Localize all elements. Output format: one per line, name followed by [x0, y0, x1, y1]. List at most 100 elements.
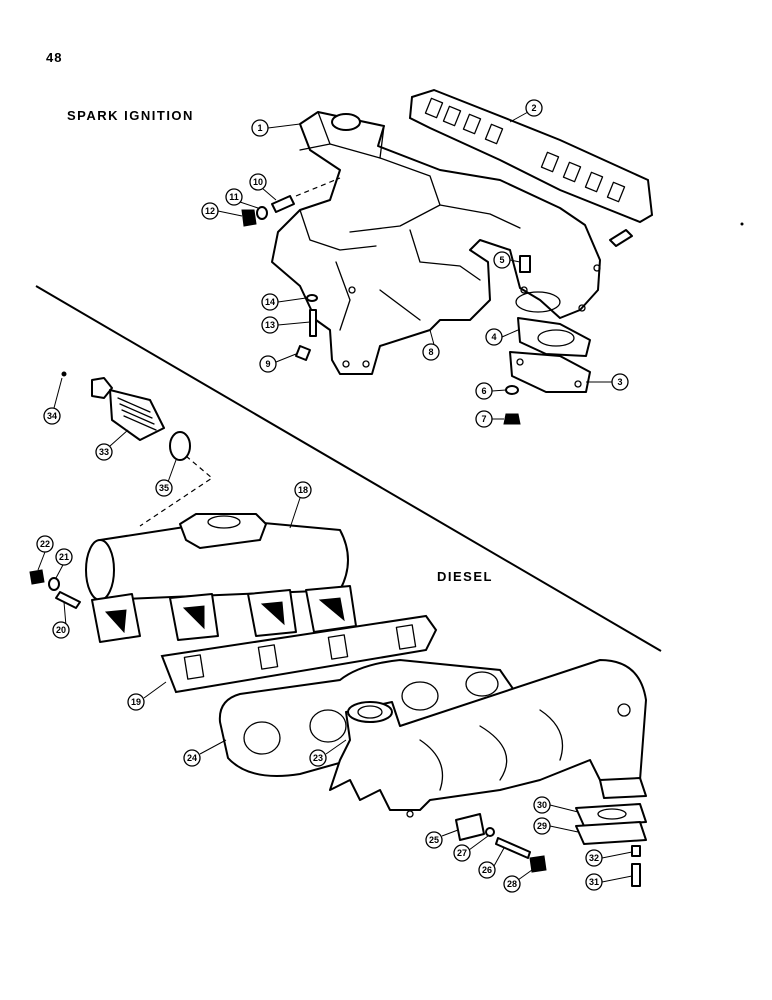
callout-number: 4 [491, 332, 496, 342]
callout-12: 12 [201, 202, 243, 220]
callout-number: 24 [187, 753, 197, 763]
diesel-plug-34 [61, 371, 67, 377]
diesel-intake-manifold [85, 513, 357, 643]
callout-13: 13 [261, 316, 311, 334]
section-title-spark-ignition: SPARK IGNITION [67, 108, 194, 123]
callout-number: 8 [428, 347, 433, 357]
callout-3: 3 [586, 373, 629, 391]
callout-1: 1 [251, 119, 301, 137]
heater-seal-ring [169, 431, 191, 461]
callout-number: 13 [265, 320, 275, 330]
diesel-stud-20 [55, 591, 81, 609]
callout-number: 5 [499, 255, 504, 265]
callout-34: 34 [43, 377, 63, 425]
callout-10: 10 [249, 173, 277, 201]
spark-nut-7 [503, 413, 521, 425]
callout-number: 7 [481, 414, 486, 424]
callout-25: 25 [425, 829, 459, 849]
callout-28: 28 [503, 869, 533, 893]
callout-number: 21 [59, 552, 69, 562]
diesel-washer-27 [485, 827, 495, 837]
callout-23: 23 [309, 739, 347, 767]
callout-22: 22 [36, 535, 54, 571]
page-number: 48 [46, 50, 63, 65]
callout-number: 18 [298, 485, 308, 495]
spark-bolt-13 [309, 309, 317, 337]
diesel-washer-32 [631, 845, 641, 857]
callout-number: 32 [589, 853, 599, 863]
diesel-bolt-31 [631, 863, 641, 887]
callout-32: 32 [585, 849, 633, 867]
diesel-flange-gasket-29 [575, 821, 647, 845]
callout-5: 5 [493, 251, 521, 269]
diesel-clamp-25 [455, 813, 485, 841]
manifold-heater [91, 377, 165, 441]
callout-6: 6 [475, 382, 507, 400]
callout-4: 4 [485, 328, 519, 346]
callout-number: 25 [429, 835, 439, 845]
callout-19: 19 [127, 681, 167, 711]
callout-33: 33 [95, 429, 129, 461]
callout-27: 27 [453, 835, 489, 862]
callout-number: 23 [313, 753, 323, 763]
callout-number: 1 [257, 123, 262, 133]
callout-number: 26 [482, 865, 492, 875]
diesel-stud-26 [495, 837, 531, 859]
diesel-nut-22 [29, 569, 45, 585]
callout-number: 31 [589, 877, 599, 887]
spark-nut-12 [241, 209, 257, 227]
callout-26: 26 [478, 847, 505, 879]
callout-14: 14 [261, 293, 307, 311]
callout-number: 34 [47, 411, 57, 421]
callout-number: 20 [56, 625, 66, 635]
callout-number: 33 [99, 447, 109, 457]
section-divider-line [35, 285, 662, 652]
callout-18: 18 [289, 481, 312, 529]
callout-35: 35 [155, 459, 177, 497]
callout-2: 2 [509, 99, 543, 123]
callout-number: 29 [537, 821, 547, 831]
callout-number: 22 [40, 539, 50, 549]
diesel-washer-21 [48, 577, 60, 591]
spark-manifold-gasket [408, 88, 654, 224]
callout-number: 3 [617, 377, 622, 387]
spark-exhaust-flange [509, 351, 591, 393]
callout-20: 20 [52, 601, 70, 639]
callout-7: 7 [475, 410, 504, 428]
callout-number: 6 [481, 386, 486, 396]
callout-31: 31 [585, 873, 633, 891]
callout-8: 8 [422, 329, 440, 361]
spark-bolt-5 [519, 255, 531, 273]
callout-number: 2 [531, 103, 536, 113]
diesel-flange-plate-30 [575, 803, 647, 827]
callout-number: 14 [265, 297, 275, 307]
spark-stud-9 [295, 345, 311, 361]
callout-number: 30 [537, 800, 547, 810]
spark-stud-10 [271, 195, 295, 213]
callout-29: 29 [533, 817, 579, 835]
callout-number: 9 [265, 359, 270, 369]
diesel-exhaust-manifold [329, 659, 647, 818]
diesel-nut-28 [529, 855, 547, 873]
callout-number: 27 [457, 848, 467, 858]
section-title-diesel: DIESEL [437, 569, 493, 584]
spark-flange-gasket [517, 317, 591, 357]
callout-30: 30 [533, 796, 579, 814]
spark-intake-exhaust-manifold [271, 111, 601, 375]
callout-number: 11 [229, 192, 239, 202]
spark-washer-14 [306, 294, 318, 302]
callout-number: 28 [507, 879, 517, 889]
callout-number: 10 [253, 177, 263, 187]
callout-9: 9 [259, 353, 297, 373]
callout-number: 35 [159, 483, 169, 493]
spark-washer-11 [256, 206, 268, 220]
callout-11: 11 [225, 188, 259, 209]
callout-number: 19 [131, 697, 141, 707]
callout-number: 12 [205, 206, 215, 216]
diesel-intake-gasket [160, 614, 438, 694]
spark-washer-6 [505, 385, 519, 395]
callout-24: 24 [183, 739, 227, 767]
callout-21: 21 [55, 548, 73, 579]
